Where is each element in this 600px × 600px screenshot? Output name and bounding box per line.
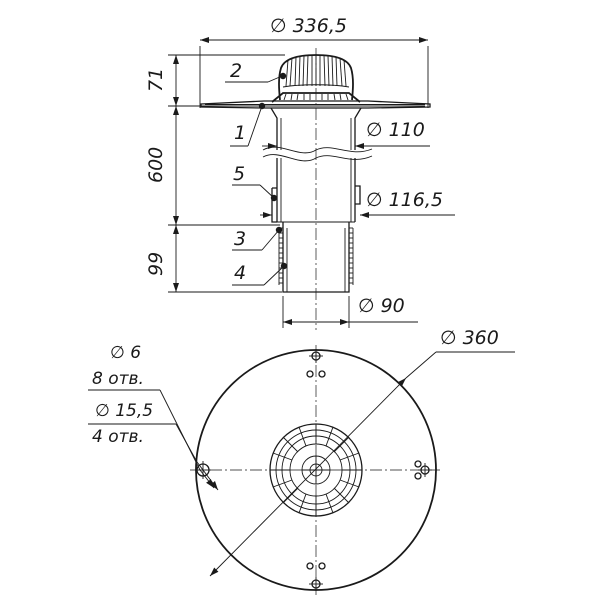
callout-1-label: 1 (234, 122, 246, 144)
callout-2-label: 2 (230, 60, 242, 82)
height-top-label: 71 (145, 68, 167, 92)
flange-diameter-dimension: ∅ 360 (209, 327, 515, 577)
callout-4-label: 4 (234, 262, 246, 284)
large-hole-note: ∅ 15,5 4 отв. (88, 401, 219, 491)
roof-flange (200, 100, 431, 109)
top-diameter-dimension: ∅ 336,5 (199, 15, 429, 108)
small-hole-note: ∅ 6 8 отв. (88, 343, 215, 489)
callout-1: 1 (230, 102, 266, 147)
callout-3: 3 (232, 226, 283, 251)
side-view: ∅ 336,5 71 600 99 (145, 15, 455, 330)
pipe-diameter-116: ∅ 116,5 (260, 189, 455, 218)
callout-5: 5 (232, 163, 278, 202)
height-pipe-label: 600 (145, 147, 167, 183)
outlet-pipe (278, 222, 354, 293)
small-hole-count-label: 8 отв. (92, 369, 144, 389)
height-dimensions: 71 600 99 (145, 54, 285, 293)
large-hole-count-label: 4 отв. (92, 427, 144, 447)
pipe-diameter-110-label: ∅ 110 (366, 119, 425, 141)
callout-5-label: 5 (233, 163, 245, 185)
height-bottom-label: 99 (145, 252, 167, 276)
large-hole-diameter-label: ∅ 15,5 (95, 401, 153, 421)
callout-3-label: 3 (234, 228, 246, 250)
callout-4: 4 (232, 262, 288, 286)
top-diameter-label: ∅ 336,5 (270, 15, 347, 37)
outlet-diameter-90: ∅ 90 (282, 295, 418, 328)
pipe-diameter-116-label: ∅ 116,5 (366, 189, 443, 211)
plan-view: ∅ 360 ∅ 6 8 отв. ∅ 15,5 4 отв. (88, 327, 515, 595)
pipe-diameter-110: ∅ 110 (262, 119, 430, 149)
main-pipe (262, 107, 373, 223)
outlet-diameter-90-label: ∅ 90 (358, 295, 405, 317)
callout-2: 2 (225, 60, 287, 83)
flange-diameter-label: ∅ 360 (440, 327, 499, 349)
grate-top-view (269, 423, 363, 517)
small-hole-diameter-label: ∅ 6 (110, 343, 141, 363)
